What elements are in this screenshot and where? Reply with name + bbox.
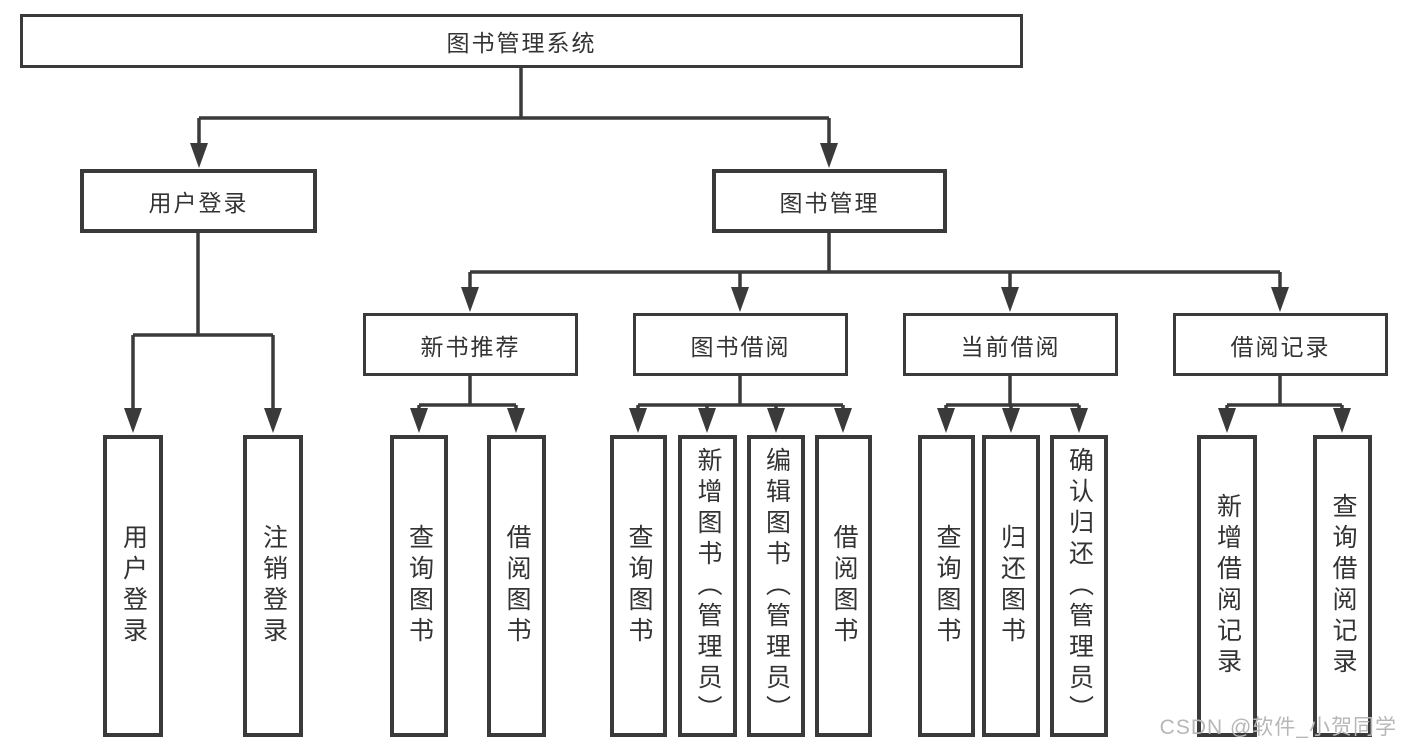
arrowhead-icon: [731, 287, 749, 312]
node-label: 归还图书: [997, 524, 1026, 648]
leaf-logout: 注销登录: [243, 435, 303, 737]
connector-borrow-records-to-leaves: [1218, 376, 1351, 433]
arrowhead-icon: [937, 408, 955, 433]
node-new-book-recommendation: 新书推荐: [363, 313, 578, 376]
arrowhead-icon: [1218, 408, 1236, 433]
arrowhead-icon: [629, 408, 647, 433]
node-label: 借阅图书: [503, 524, 531, 648]
connector-root-to-level2: [190, 68, 838, 168]
arrowhead-icon: [507, 408, 525, 433]
connector-book-borrow-to-leaves: [629, 376, 852, 433]
arrowhead-icon: [124, 408, 142, 433]
node-label: 查询图书: [405, 524, 434, 648]
arrowhead-icon: [264, 408, 282, 433]
leaf-query-borrow-record: 查询借阅记录: [1313, 435, 1372, 737]
leaf-return-books: 归还图书: [982, 435, 1040, 737]
arrowhead-icon: [1333, 408, 1351, 433]
connector-book-management-to-level3: [461, 233, 1289, 312]
node-label: 新书推荐: [420, 333, 521, 360]
arrowhead-icon: [820, 143, 838, 168]
leaf-query-books-current: 查询图书: [918, 435, 975, 737]
arrowhead-icon: [767, 408, 785, 433]
node-label: 用户登录: [119, 524, 148, 648]
watermark: CSDN @软件_小贺同学: [1159, 716, 1397, 739]
node-label: 借阅图书: [830, 524, 858, 648]
node-label: 查询图书: [933, 524, 961, 648]
leaf-user-login: 用户登录: [103, 435, 163, 737]
leaf-borrow-books-recommend: 借阅图书: [487, 435, 546, 737]
node-label: 注销登录: [259, 524, 288, 648]
node-label: 新增图书（管理员）: [694, 446, 722, 726]
leaf-add-book-admin: 新增图书（管理员）: [678, 435, 737, 737]
node-library-management-system: 图书管理系统: [20, 14, 1023, 68]
node-book-borrowing: 图书借阅: [633, 313, 848, 376]
connector-current-borrow-to-leaves: [937, 376, 1088, 433]
arrowhead-icon: [834, 408, 852, 433]
arrowhead-icon: [1002, 408, 1020, 433]
arrowhead-icon: [1001, 287, 1019, 312]
node-borrowing-records: 借阅记录: [1173, 313, 1388, 376]
node-label: 图书借阅: [690, 333, 791, 360]
leaf-borrow-books: 借阅图书: [815, 435, 872, 737]
node-current-borrowing: 当前借阅: [903, 313, 1118, 376]
node-label: 确认归还（管理员）: [1065, 446, 1094, 726]
leaf-edit-book-admin: 编辑图书（管理员）: [747, 435, 805, 737]
node-label: 借阅记录: [1230, 333, 1331, 360]
leaf-query-books-recommend: 查询图书: [390, 435, 448, 737]
node-label: 编辑图书（管理员）: [762, 446, 791, 726]
arrowhead-icon: [1070, 408, 1088, 433]
node-user-login: 用户登录: [80, 169, 317, 233]
arrowhead-icon: [410, 408, 428, 433]
node-label: 用户登录: [148, 190, 249, 216]
node-book-management: 图书管理: [712, 169, 947, 233]
node-label: 新增借阅记录: [1213, 493, 1242, 679]
node-label: 当前借阅: [960, 333, 1061, 360]
node-label: 查询图书: [625, 524, 653, 648]
arrowhead-icon: [1271, 287, 1289, 312]
leaf-add-borrow-record: 新增借阅记录: [1197, 435, 1257, 737]
node-label: 图书管理: [779, 190, 880, 216]
leaf-query-books-borrow: 查询图书: [610, 435, 667, 737]
arrowhead-icon: [190, 143, 208, 168]
node-label: 图书管理系统: [446, 30, 597, 56]
connector-user-login-to-leaves: [124, 233, 282, 433]
connector-new-book-to-leaves: [410, 376, 525, 433]
arrowhead-icon: [461, 287, 479, 312]
arrowhead-icon: [698, 408, 716, 433]
node-label: 查询借阅记录: [1329, 493, 1357, 679]
leaf-confirm-return-admin: 确认归还（管理员）: [1050, 435, 1108, 737]
